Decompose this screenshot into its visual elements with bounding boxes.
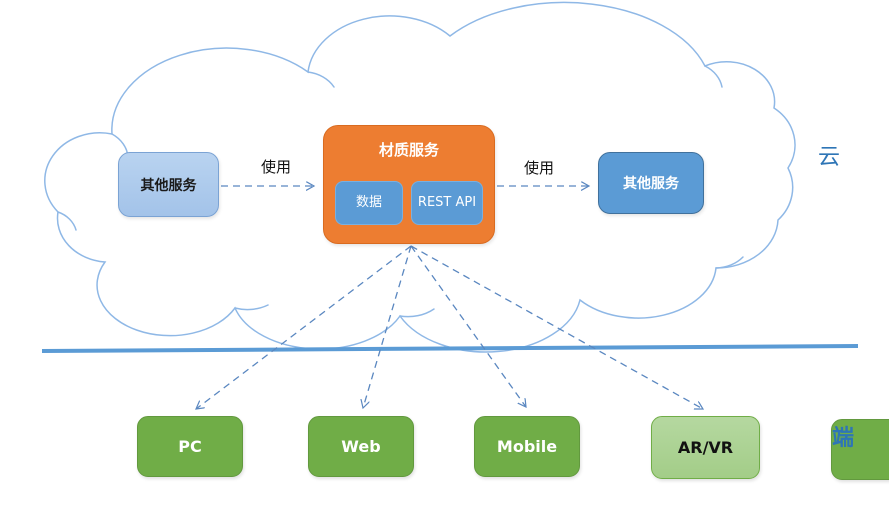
zone-label-client: 端 — [831, 419, 889, 480]
edge-label-use-right: 使用 — [523, 159, 554, 177]
edge-material-to-arvr — [410, 245, 703, 409]
edge-material-to-mobile — [410, 245, 526, 407]
node-material-service: 材质服务 数据 REST API — [323, 125, 495, 244]
node-other-service-left-label: 其他服务 — [140, 177, 197, 194]
node-data: 数据 — [335, 181, 403, 225]
edge-material-to-web — [363, 245, 412, 408]
node-client-mobile: Mobile — [474, 416, 580, 477]
node-other-service-left: 其他服务 — [118, 152, 219, 217]
zone-divider-line — [41, 344, 859, 353]
node-other-service-right-label: 其他服务 — [623, 176, 679, 192]
node-rest-api: REST API — [411, 181, 483, 225]
node-other-service-right: 其他服务 — [598, 152, 704, 214]
zone-label-cloud: 云 — [818, 145, 841, 170]
edge-material-to-pc — [196, 245, 412, 409]
node-client-arvr: AR/VR — [651, 416, 760, 479]
node-client-web: Web — [308, 416, 414, 477]
material-service-children: 数据 REST API — [324, 181, 494, 225]
edge-label-use-left: 使用 — [260, 158, 291, 176]
node-material-service-title: 材质服务 — [378, 141, 439, 159]
cloud-outline — [44, 1, 796, 353]
node-client-pc: PC — [137, 416, 243, 477]
